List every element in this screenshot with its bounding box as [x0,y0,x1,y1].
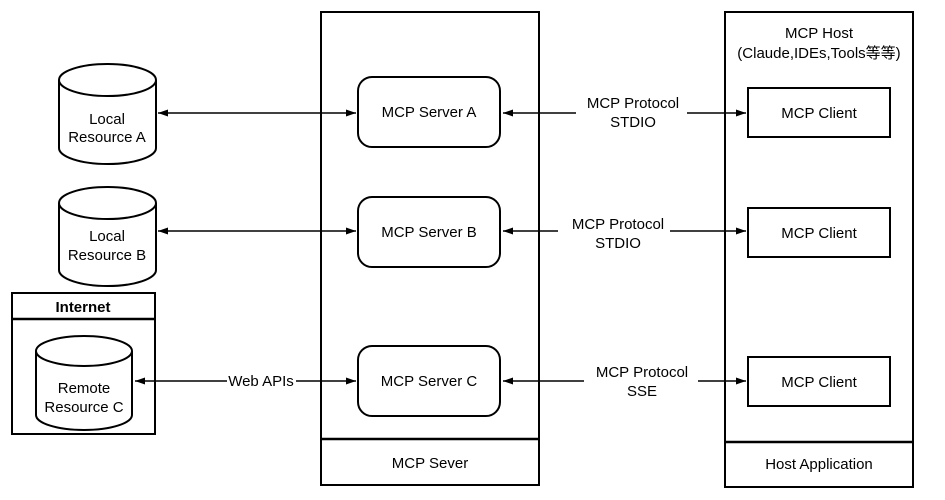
local-resource-b-label-line2: Resource B [68,247,146,264]
mcp-server-container-footer-label: MCP Sever [392,455,468,472]
local-resource-a-top-curve [58,79,157,97]
local-resource-a-body [58,63,157,165]
arrow-protocol-stdio-b: MCP Protocol STDIO [503,216,746,252]
mcp-host-container-footer-label: Host Application [765,456,873,473]
mcp-client-1-border [747,87,891,138]
mcp-server-c-box: MCP Server C [357,345,501,417]
mcp-server-a-border [357,76,501,148]
mcp-server-c-label: MCP Server C [381,373,478,390]
mcp-host-title-line2: (Claude,IDEs,Tools等等) [737,44,900,62]
mcp-client-3-border [747,356,891,407]
internet-box-title: Internet [55,299,110,316]
protocol-stdio-b-label-line2: STDIO [595,235,641,252]
local-resource-a-cylinder: Local Resource A [58,63,157,165]
arrow-web-apis: Web APIs [135,373,356,390]
mcp-client-2-box: MCP Client [747,207,891,258]
remote-resource-c-label-line2: Resource C [44,399,123,416]
remote-resource-c-top-curve [35,350,133,367]
mcp-client-1-label: MCP Client [781,105,857,122]
remote-resource-c-cylinder: Remote Resource C [35,335,133,431]
local-resource-b-label-line1: Local [89,228,125,245]
arrow-protocol-sse: MCP Protocol SSE [503,364,746,400]
local-resource-a-label-line1: Local [89,111,125,128]
mcp-server-a-box: MCP Server A [357,76,501,148]
protocol-sse-label-line2: SSE [627,383,657,400]
local-resource-b-top-curve [58,202,157,220]
local-resource-b-body [58,186,157,287]
mcp-client-3-label: MCP Client [781,374,857,391]
mcp-client-1-box: MCP Client [747,87,891,138]
protocol-sse-label-line1: MCP Protocol [596,364,688,381]
local-resource-b-cylinder: Local Resource B [58,186,157,287]
mcp-server-a-label: MCP Server A [382,104,477,121]
web-apis-label: Web APIs [228,373,294,390]
mcp-client-3-box: MCP Client [747,356,891,407]
mcp-server-b-label: MCP Server B [381,224,477,241]
mcp-server-b-border [357,196,501,268]
protocol-stdio-a-label-line1: MCP Protocol [587,95,679,112]
mcp-client-2-border [747,207,891,258]
arrow-protocol-stdio-a: MCP Protocol STDIO [503,95,746,131]
local-resource-a-label-line2: Resource A [68,129,146,146]
mcp-server-b-box: MCP Server B [357,196,501,268]
remote-resource-c-label-line1: Remote [58,380,111,397]
mcp-server-c-border [357,345,501,417]
mcp-host-title-line1: MCP Host [785,25,854,42]
mcp-client-2-label: MCP Client [781,225,857,242]
protocol-stdio-a-label-line2: STDIO [610,114,656,131]
protocol-stdio-b-label-line1: MCP Protocol [572,216,664,233]
remote-resource-c-body [35,335,133,431]
